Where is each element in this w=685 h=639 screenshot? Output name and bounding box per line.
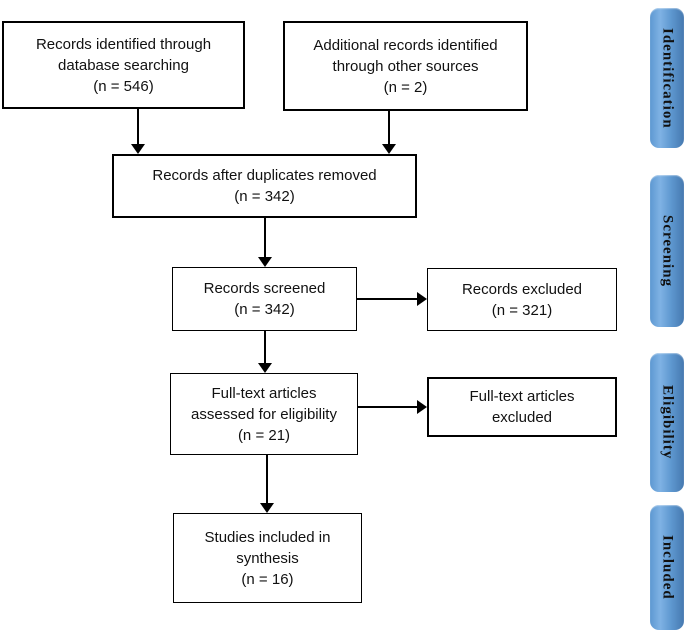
arrow-fulltext-to-excluded <box>358 400 427 414</box>
arrow-head-down-icon <box>131 144 145 154</box>
box-fulltext-excluded: Full-text articles excluded <box>427 377 617 437</box>
stage-bar-eligibility: Eligibility <box>650 353 684 492</box>
arrow-shaft <box>357 298 418 300</box>
arrow-duplicates-to-screened <box>258 218 272 267</box>
stage-label-included: Included <box>659 535 676 600</box>
stage-label-screening: Screening <box>659 214 676 288</box>
stage-bar-identification: Identification <box>650 8 684 148</box>
arrow-head-down-icon <box>382 144 396 154</box>
arrow-shaft <box>137 109 139 145</box>
arrow-screened-to-fulltext <box>258 331 272 373</box>
arrow-shaft <box>358 406 418 408</box>
arrow-head-down-icon <box>258 257 272 267</box>
box-records-after-duplicates-removed: Records after duplicates removed (n = 34… <box>112 154 417 218</box>
box-records-excluded: Records excluded (n = 321) <box>427 268 617 331</box>
arrow-database-to-duplicates <box>131 109 145 154</box>
arrow-shaft <box>388 111 390 145</box>
box-fulltext-assessed: Full-text articles assessed for eligibil… <box>170 373 358 455</box>
box-additional-records-other-sources: Additional records identified through ot… <box>283 21 528 111</box>
box-records-screened: Records screened (n = 342) <box>172 267 357 331</box>
arrow-fulltext-to-included <box>260 455 274 513</box>
box-records-identified-database: Records identified through database sear… <box>2 21 245 109</box>
arrow-shaft <box>266 455 268 504</box>
arrow-head-down-icon <box>258 363 272 373</box>
box-studies-included-synthesis: Studies included in synthesis (n = 16) <box>173 513 362 603</box>
arrow-head-right-icon <box>417 292 427 306</box>
stage-bar-screening: Screening <box>650 175 684 327</box>
stage-bar-included: Included <box>650 505 684 630</box>
arrow-head-right-icon <box>417 400 427 414</box>
stage-label-eligibility: Eligibility <box>659 385 676 460</box>
arrow-screened-to-excluded <box>357 292 427 306</box>
arrow-shaft <box>264 218 266 258</box>
arrow-shaft <box>264 331 266 364</box>
arrow-other-sources-to-duplicates <box>382 111 396 154</box>
arrow-head-down-icon <box>260 503 274 513</box>
stage-label-identification: Identification <box>659 27 676 129</box>
